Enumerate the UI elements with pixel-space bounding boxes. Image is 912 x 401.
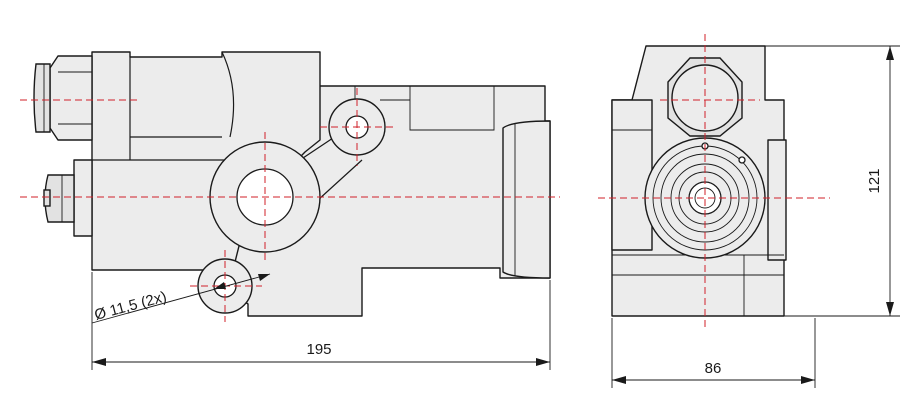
hex-nut [49, 55, 93, 141]
right-side-port [767, 139, 787, 261]
height-label: 121 [866, 168, 883, 193]
web-line [317, 159, 363, 201]
width-dimension: 86 [611, 318, 816, 388]
side-view: Ø 11,5 (2x) 195 [20, 51, 560, 370]
panel-line [409, 86, 495, 131]
flange-ring [660, 153, 750, 243]
nut-face [671, 64, 739, 132]
leader-arrow [258, 274, 270, 281]
body-curve [221, 51, 235, 138]
hole-diameter-label: Ø 11,5 (2x) [93, 288, 169, 324]
small-screw [738, 156, 746, 164]
plug-head [44, 174, 75, 223]
width-label: 86 [705, 360, 722, 377]
dimension-arrow [886, 302, 894, 316]
dimension-arrow [92, 358, 106, 366]
plug-tip [43, 189, 51, 207]
height-dimension: 121 [765, 45, 900, 317]
dimension-arrow [536, 358, 550, 366]
dimension-arrow [801, 376, 815, 384]
left-side-port [611, 99, 653, 251]
dimension-arrow [612, 376, 626, 384]
end-cap [502, 120, 551, 279]
length-label: 195 [306, 341, 331, 358]
leader-arrow [214, 282, 226, 289]
length-dimension: 195 [91, 272, 551, 370]
front-view: 86 121 [598, 34, 900, 388]
front-bore [688, 181, 722, 215]
leader-line [91, 273, 271, 324]
nut-cap [33, 63, 51, 133]
dimension-arrow [886, 46, 894, 60]
plug [73, 159, 93, 237]
